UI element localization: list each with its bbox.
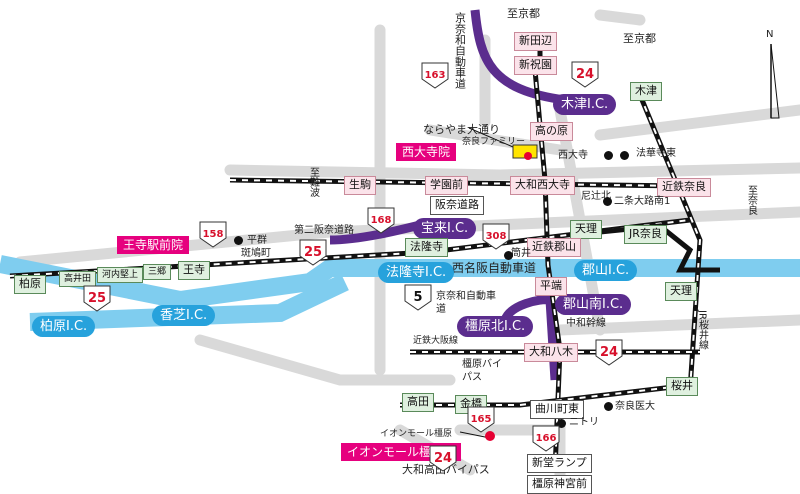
road-south-west [194, 334, 456, 386]
dot-nitori [557, 419, 566, 428]
route-24-mid: 24 [594, 338, 624, 366]
route-24-bottom: 24 [428, 444, 458, 472]
hospital-saidaiji[interactable]: 西大寺院 [396, 143, 457, 161]
route-168: 168 [366, 206, 396, 234]
station-magarikawa-higashi: 曲川町東 [530, 400, 584, 419]
station-shinhosono: 新祝園 [514, 56, 557, 75]
direction-naniwa: 至難波 [307, 167, 319, 197]
koriyama-ic: 郡山I.C. [574, 260, 638, 281]
horyuji-ic: 法隆寺I.C. [378, 262, 455, 283]
station-takada: 高田 [402, 393, 434, 412]
station-shindo-lamp: 新堂ランプ [527, 454, 592, 473]
station-yamato-saidaiji: 大和西大寺 [510, 176, 575, 195]
landmark-saidaiji: 西大寺 [558, 150, 588, 161]
keinawa-expressway-label: 京奈和自動車道 [453, 12, 467, 89]
direction-kyoto-right: 至京都 [623, 32, 656, 45]
pointer-nara-family [468, 127, 521, 151]
station-kashiwara: 柏原 [14, 275, 46, 294]
compass-north-label: N [766, 29, 774, 40]
road-ne [594, 104, 800, 141]
direction-nara: 至奈良 [745, 185, 757, 215]
station-jr-nara: JR奈良 [624, 225, 667, 244]
road-south-east [554, 314, 800, 336]
station-gakuenmae: 学園前 [425, 176, 468, 195]
hospital-oji-ekimae[interactable]: 王寺駅前院 [117, 236, 190, 254]
station-yamato-yagi: 大和八木 [524, 343, 578, 362]
station-sango: 三郷 [143, 264, 172, 281]
landmark-ikaruga: 斑鳩町 [241, 248, 271, 259]
station-shintanabe: 新田辺 [514, 32, 557, 51]
narayama-odori-label: ならやま大通り [423, 123, 500, 136]
station-ikoma: 生駒 [344, 176, 376, 195]
compass-arrow-icon [770, 43, 780, 119]
compass: N [758, 30, 788, 120]
kashihara-kita-ic: 橿原北I.C. [457, 316, 534, 337]
route-163: 163 [420, 61, 450, 89]
hanna-road-label: 阪奈道路 [430, 196, 484, 215]
direction-kyoto-left: 至京都 [507, 7, 540, 20]
dot-saidaiji [604, 151, 613, 160]
kashiwara-ic: 柏原I.C. [32, 316, 96, 337]
kizu-ic: 木津I.C. [553, 94, 617, 115]
nishimeihan-label: 西名阪自動車道 [452, 261, 537, 275]
route-5: 5 [403, 283, 433, 311]
landmark-nijo-oji: 二条大路南1 [614, 196, 671, 207]
landmark-kintetsu-osaka-line: 近鉄大阪線 [413, 336, 459, 346]
route-308: 308 [481, 222, 511, 250]
landmark-nitori: ニトリ [569, 417, 599, 428]
saidaiji-clinic-marker [524, 152, 532, 160]
expressway-nishimeihan [0, 255, 800, 310]
dot-heigun [234, 236, 243, 245]
station-kashihara-jingu: 橿原神宮前 [527, 475, 592, 494]
dai2-hanna-label: 第二阪奈道路 [294, 225, 354, 236]
station-tenri-top: 天理 [570, 220, 602, 239]
pointer-aeon [459, 431, 491, 439]
route-165: 165 [466, 405, 496, 433]
road-ikoma-nara [224, 162, 800, 181]
landmark-jr-sakurai-line: JR桜井線 [696, 310, 708, 350]
expressway-kashiba [29, 273, 349, 331]
station-takaida: 高井田 [59, 271, 97, 288]
route-166: 166 [531, 424, 561, 452]
kashihara-bypass-label: 橿原バイパス [462, 359, 502, 383]
landmark-aeon-mall: イオンモール橿原 [380, 429, 453, 439]
route-25-left: 25 [82, 284, 112, 312]
landmark-hokkeji-east: 法華寺東 [636, 148, 676, 159]
station-kintetsu-nara: 近鉄奈良 [657, 178, 711, 197]
station-sakurai: 桜井 [666, 377, 698, 396]
station-hirahata: 平端 [535, 277, 567, 296]
landmark-tsujimachi-kita: 尼辻北 [581, 191, 611, 202]
keinawa-south-label: 京奈和自動車道 [436, 291, 496, 315]
dot-nijo [603, 197, 612, 206]
route-25-center: 25 [298, 238, 328, 266]
dot-tsutsui [504, 251, 513, 260]
station-tenri-side: 天理 [665, 282, 697, 301]
station-kintetsu-koriyama: 近鉄郡山 [527, 238, 581, 257]
landmark-nara-ika: 奈良医大 [615, 401, 655, 412]
station-kizu: 木津 [630, 82, 662, 101]
landmark-heigun: 平群 [247, 235, 267, 246]
route-24-top: 24 [570, 60, 600, 88]
horai-ic: 宝来I.C. [413, 218, 477, 239]
station-kawachi-katakami: 河内堅上 [97, 267, 144, 284]
road-top [594, 9, 646, 26]
station-oji: 王寺 [178, 261, 210, 280]
station-takanohara: 高の原 [530, 122, 573, 141]
dot-hokkeji [620, 151, 629, 160]
landmark-naka-kansen: 中和幹線 [566, 318, 606, 329]
dot-nara-ika [604, 402, 613, 411]
landmark-tsutsui: 筒井 [511, 248, 531, 259]
expressway-keinawa-south [500, 295, 560, 381]
station-horyuji: 法隆寺 [405, 238, 448, 257]
aeon-clinic-marker [485, 431, 495, 441]
road-takanohara [424, 124, 566, 156]
expressway-keinawa-north [470, 9, 566, 105]
kashiba-ic: 香芝I.C. [152, 305, 216, 326]
route-158: 158 [198, 220, 228, 248]
landmark-nara-family: 奈良ファミリー [462, 137, 526, 147]
koriyama-minami-ic: 郡山南I.C. [555, 294, 632, 315]
